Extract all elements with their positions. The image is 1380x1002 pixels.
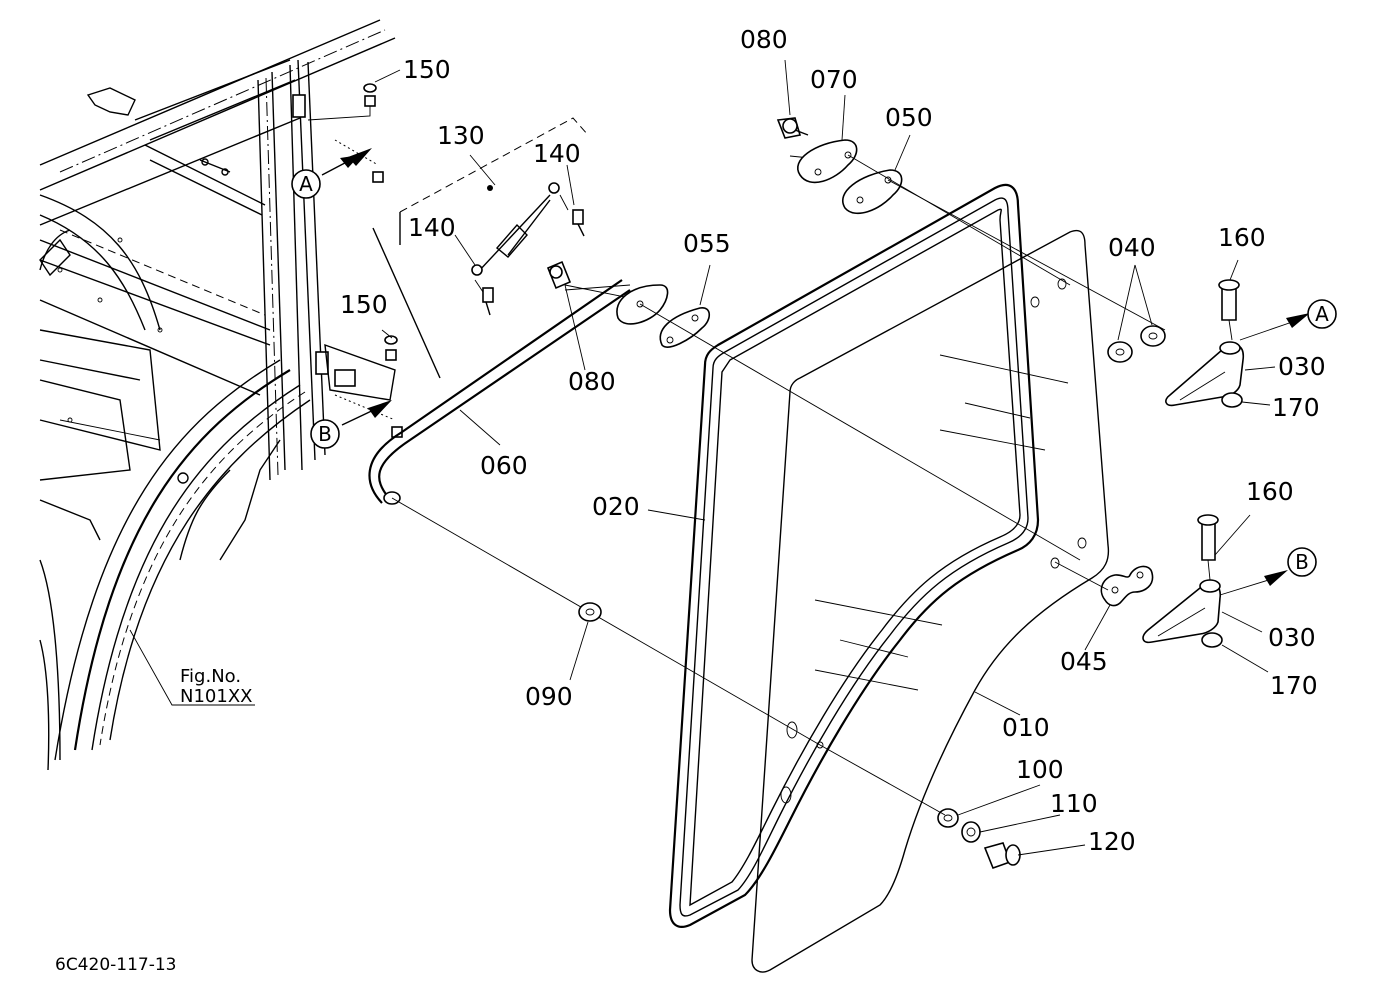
label-090: 090 bbox=[525, 682, 573, 711]
label-160-top: 160 bbox=[1218, 223, 1266, 252]
label-100: 100 bbox=[1016, 755, 1064, 784]
label-110: 110 bbox=[1050, 789, 1098, 818]
figure-number-label: Fig.No. bbox=[180, 666, 241, 687]
label-030-top: 030 bbox=[1278, 352, 1326, 381]
label-170-bottom: 170 bbox=[1270, 671, 1318, 700]
label-060: 060 bbox=[480, 451, 528, 480]
door-seal bbox=[668, 183, 1040, 928]
label-010: 010 bbox=[1002, 713, 1050, 742]
label-160-bottom: 160 bbox=[1246, 477, 1294, 506]
label-150-top: 150 bbox=[403, 55, 451, 84]
label-045: 045 bbox=[1060, 647, 1108, 676]
lower-fasteners bbox=[578, 602, 1021, 870]
label-120: 120 bbox=[1088, 827, 1136, 856]
cab-frame bbox=[39, 19, 396, 771]
view-marker-a-left: A bbox=[291, 148, 372, 199]
view-marker-b-right: B bbox=[1287, 547, 1317, 577]
label-170-top: 170 bbox=[1272, 393, 1320, 422]
figure-reference: Fig.No. N101XX bbox=[180, 666, 252, 707]
view-marker-a-right: A bbox=[1307, 299, 1337, 329]
right-hinge-parts bbox=[1054, 279, 1310, 648]
hinge-hardware bbox=[546, 117, 1166, 561]
label-050: 050 bbox=[885, 103, 933, 132]
gas-strut-assembly bbox=[372, 117, 589, 379]
view-marker-b-left: B bbox=[310, 400, 392, 449]
label-140-left: 140 bbox=[408, 213, 456, 242]
drawing-code: 6C420-117-13 bbox=[55, 955, 176, 975]
label-130: 130 bbox=[437, 121, 485, 150]
label-040: 040 bbox=[1108, 233, 1156, 262]
mount-nuts bbox=[307, 83, 403, 438]
label-030-bottom: 030 bbox=[1268, 623, 1316, 652]
label-080-top: 080 bbox=[740, 25, 788, 54]
label-140-right: 140 bbox=[533, 139, 581, 168]
label-055: 055 bbox=[683, 229, 731, 258]
label-070: 070 bbox=[810, 65, 858, 94]
rear-rod bbox=[368, 279, 821, 746]
label-020: 020 bbox=[592, 492, 640, 521]
view-marker-b-right-text: B bbox=[1295, 550, 1309, 574]
door-glass bbox=[751, 229, 1110, 973]
view-marker-a-text: A bbox=[299, 172, 313, 196]
figure-number: N101XX bbox=[180, 686, 252, 707]
view-marker-b-text: B bbox=[318, 422, 332, 446]
label-150-mid: 150 bbox=[340, 290, 388, 319]
part-labels: 150 150 130 140 140 080 070 050 055 080 … bbox=[340, 25, 1326, 856]
leader-lines bbox=[129, 59, 1276, 856]
label-080-mid: 080 bbox=[568, 367, 616, 396]
view-marker-a-right-text: A bbox=[1315, 302, 1329, 326]
